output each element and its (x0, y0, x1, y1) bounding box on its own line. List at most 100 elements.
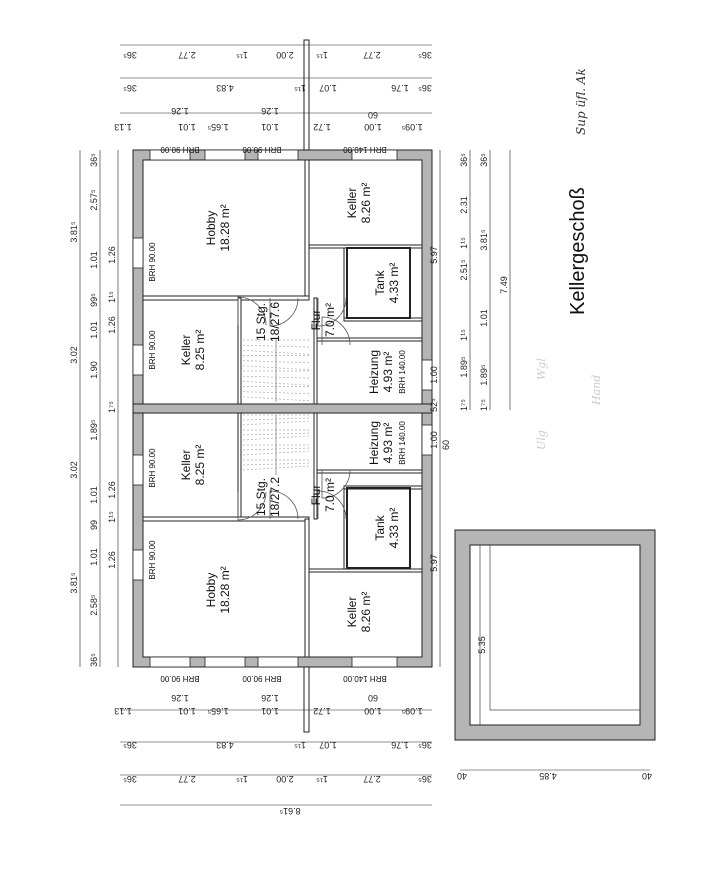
dimension-label: 1.26 (171, 693, 189, 703)
room-area: 18.28 m² (218, 204, 232, 251)
dimension-label: 1.89⁵ (479, 364, 489, 386)
dimension-label: 1.01 (89, 486, 99, 504)
dimension-label: 1.90 (89, 361, 99, 379)
faint-note-1: Wgl (535, 358, 548, 380)
dimension-label: 52⁵ (429, 398, 439, 412)
room-name: Hobby (204, 211, 218, 246)
door-swing (317, 297, 347, 327)
door-swing (269, 297, 299, 327)
dimension-label: 1.01 (89, 548, 99, 566)
faint-note-3: Ulg (535, 430, 548, 450)
dimension-label: 4.83 (216, 83, 234, 93)
interior-wall (313, 297, 318, 405)
dimension-label: 2.00 (276, 50, 294, 60)
room-area: 4.93 m² (381, 352, 395, 393)
dimension-label: 1¹⁵ (316, 774, 328, 784)
dimension-label: 2.77 (178, 774, 196, 784)
dimension-label: 1.26 (171, 106, 189, 116)
dimension-label: 60 (441, 440, 451, 450)
room-area: 7.0 m² (323, 303, 337, 337)
room-area: 4.33 m² (387, 508, 401, 549)
window (132, 454, 144, 486)
sill-height-label: BRH 90.00 (242, 145, 282, 154)
window (421, 424, 433, 456)
sill-height-label: BRH 140.00 (343, 674, 387, 683)
stair-tread (242, 365, 311, 371)
door-swing (237, 296, 267, 326)
dimension-label: 1¹⁵ (459, 329, 469, 341)
dimension-label: 36⁵ (418, 740, 432, 750)
interior-wall (237, 297, 242, 405)
room-area: 8.26 m² (359, 592, 373, 633)
interior-wall (237, 412, 242, 520)
stair-tread (242, 465, 311, 471)
dimension-label: 3.02 (69, 461, 79, 479)
dimension-label: 5.97 (429, 246, 439, 264)
sill-height-label: BRH 90.00 (160, 145, 200, 154)
utility-pipe (303, 666, 310, 733)
room-area: 7.0 m² (323, 478, 337, 512)
door-swing (237, 491, 267, 521)
tank-room-outline (346, 247, 411, 319)
stair-tread (242, 462, 311, 466)
sill-height-label: BRH 90.00 (242, 674, 282, 683)
room-name: Heizung (367, 350, 381, 394)
utility-pipe (303, 39, 310, 151)
dimension-label: 1¹⁵ (107, 291, 117, 303)
dimension-label: 1.01 (89, 321, 99, 339)
dimension-label: 36⁵ (479, 153, 489, 167)
stair-ratio: 18/27.6 (268, 302, 282, 342)
sill-height-label: BRH 90.00 (148, 242, 157, 282)
room-area: 18.28 m² (218, 566, 232, 613)
interior-wall (316, 469, 423, 474)
dimension-label: 1.26 (107, 481, 117, 499)
stair-tread (242, 432, 311, 436)
building-structure (132, 39, 656, 741)
dimension-label: 36⁵ (459, 153, 469, 167)
window (257, 149, 299, 161)
dimension-label: 1.72 (313, 706, 331, 716)
dimension-label: 1.00 (364, 122, 382, 132)
window (421, 359, 433, 391)
room-name: Keller (179, 450, 193, 481)
door-swing (317, 490, 347, 520)
dimension-label: 1.00 (364, 706, 382, 716)
stair-steps: 15 Stg. (254, 478, 268, 516)
dimension-label: 1.00 (429, 431, 439, 449)
dimension-label: 99 (89, 520, 99, 530)
sill-height-label: BRH 90.00 (148, 448, 157, 488)
interior-wall (316, 337, 423, 342)
dimension-label: 1.01 (89, 251, 99, 269)
window (149, 149, 191, 161)
stair-tread (242, 420, 311, 426)
dimension-label: 2.77 (363, 50, 381, 60)
room-area: 4.93 m² (381, 423, 395, 464)
dimension-label: 1.13 (114, 706, 132, 716)
stair-tread (242, 435, 311, 441)
window (257, 656, 299, 668)
dimension-label: 1.26 (261, 693, 279, 703)
room-area: 8.25 m² (193, 445, 207, 486)
dimension-label: 1.09⁵ (401, 122, 423, 132)
dimension-label: 1.01 (479, 309, 489, 327)
dimension-label: 2.57⁵ (89, 189, 99, 211)
stair-tread (242, 380, 311, 386)
stair-tread (242, 450, 311, 456)
dimension-label: 40 (457, 771, 467, 781)
window (351, 149, 398, 161)
dimension-label: 36⁵ (418, 50, 432, 60)
dimension-label: 36⁵ (123, 740, 137, 750)
window (132, 237, 144, 269)
dimension-label: 1¹⁵ (107, 511, 117, 523)
dimension-label: 1¹⁵ (236, 774, 248, 784)
room-name: Flur (309, 310, 323, 331)
dimension-label: 1¹⁵ (294, 740, 306, 750)
window (149, 656, 191, 668)
sill-height-label: BRH 140.00 (398, 421, 407, 465)
stair-tread (242, 375, 311, 379)
dimension-label: 1¹⁵ (236, 50, 248, 60)
stair-tread (242, 344, 311, 348)
dimension-label: 2.77 (363, 774, 381, 784)
door-swing (269, 490, 299, 520)
